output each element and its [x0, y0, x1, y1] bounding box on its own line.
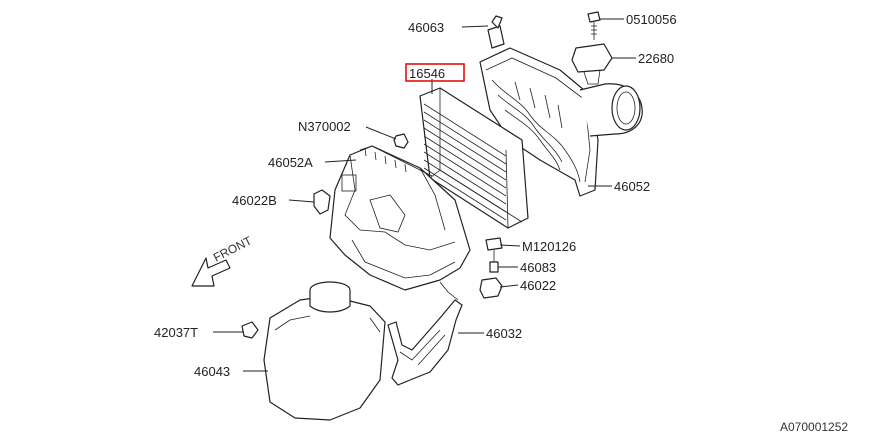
label-46083[interactable]: 46083: [520, 260, 556, 275]
drawing-code: A070001252: [780, 420, 848, 434]
label-46022[interactable]: 46022: [520, 278, 556, 293]
label-46052[interactable]: 46052: [614, 179, 650, 194]
label-n370002[interactable]: N370002: [298, 119, 351, 134]
leader-lines: [213, 18, 636, 372]
label-16546[interactable]: 16546: [409, 66, 445, 81]
label-m120126[interactable]: M120126: [522, 239, 576, 254]
highlight-box: [405, 63, 465, 82]
resonator-46043: [263, 281, 386, 421]
airflow-sensor: [571, 43, 613, 85]
label-46052a[interactable]: 46052A: [268, 155, 313, 170]
clip-42037t: [241, 321, 259, 339]
clip-46063: [491, 15, 503, 29]
air-cleaner-upper-case: [479, 25, 643, 197]
label-46043[interactable]: 46043: [194, 364, 230, 379]
air-cleaner-lower-case: [329, 145, 471, 291]
grommet-46022b: [313, 189, 331, 215]
front-direction-indicator: FRONT: [191, 233, 255, 287]
front-label: FRONT: [211, 233, 255, 265]
bolt-stack: [479, 237, 503, 299]
screw-top: [587, 11, 601, 40]
label-0510056[interactable]: 0510056: [626, 12, 677, 27]
label-46022b[interactable]: 46022B: [232, 193, 277, 208]
bracket-46032: [387, 281, 463, 386]
label-42037t[interactable]: 42037T: [154, 325, 198, 340]
label-46032[interactable]: 46032: [486, 326, 522, 341]
label-22680[interactable]: 22680: [638, 51, 674, 66]
nut-n370002: [393, 133, 409, 149]
label-46063[interactable]: 46063: [408, 20, 444, 35]
